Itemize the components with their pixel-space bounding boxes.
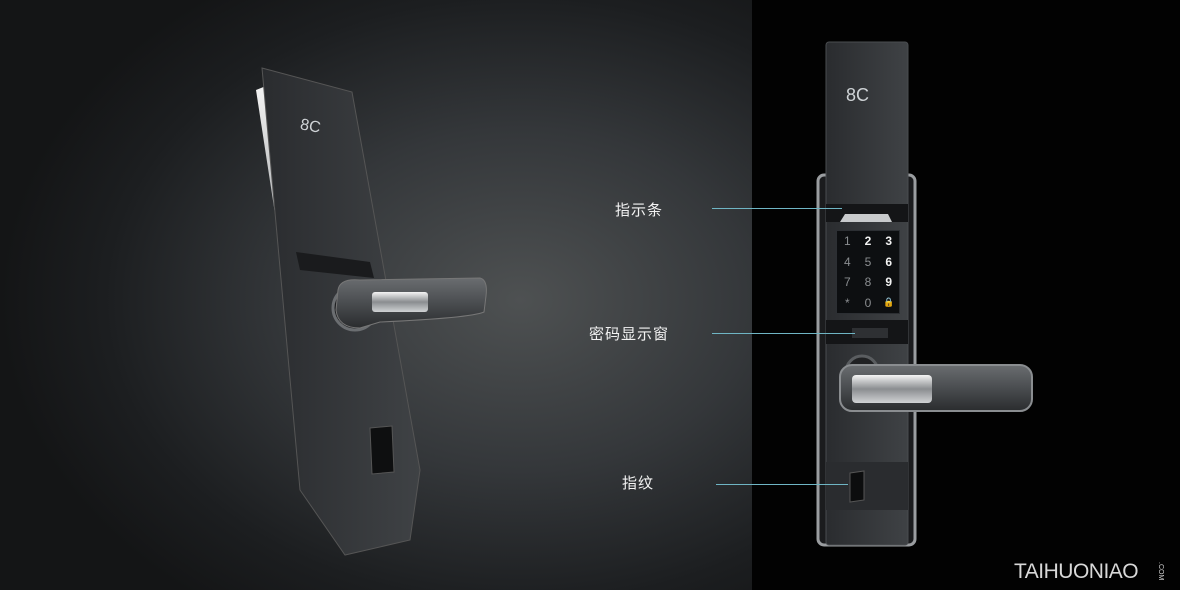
keypad-key: 6 xyxy=(885,254,892,269)
handle-insert xyxy=(372,292,428,312)
watermark: TAIHUONIAO xyxy=(1014,560,1139,583)
fingerprint-area xyxy=(826,462,908,510)
password-display-window xyxy=(852,328,888,338)
keypad-key: 5 xyxy=(864,254,872,269)
keypad-key: 8 xyxy=(864,275,872,290)
watermark-suffix: .COM xyxy=(1157,562,1164,581)
handle-insert xyxy=(852,375,932,403)
brand-logo-left: 8C xyxy=(298,116,322,137)
keypad-key: 3 xyxy=(885,234,892,249)
keypad-screen: 1 2 3 4 5 6 7 8 9 * 0 🔒 xyxy=(836,230,900,314)
fingerprint-sensor xyxy=(849,470,865,503)
lock-angled-view xyxy=(256,67,487,556)
callout-indicator-bar: 指示条 xyxy=(615,201,664,219)
keypad-key: 9 xyxy=(885,275,892,290)
fingerprint-sensor xyxy=(369,425,395,475)
keypad-key: 0 xyxy=(864,295,872,310)
indicator-slot xyxy=(296,252,374,278)
keypad-key: 1 xyxy=(843,234,851,249)
callout-fingerprint: 指纹 xyxy=(622,474,655,492)
keypad-key: * xyxy=(844,295,850,310)
brand-logo-right: 8C xyxy=(846,85,870,105)
callout-line-fingerprint xyxy=(716,484,848,485)
lock-icon: 🔒 xyxy=(883,297,895,308)
callout-line-indicator-bar xyxy=(712,208,842,209)
keypad-key: 7 xyxy=(843,275,851,290)
keypad-key: 4 xyxy=(843,254,851,269)
callout-line-password-window xyxy=(712,333,855,334)
indicator-bar xyxy=(840,214,892,222)
callout-password-window: 密码显示窗 xyxy=(589,325,670,343)
keypad-key: 2 xyxy=(864,234,872,249)
